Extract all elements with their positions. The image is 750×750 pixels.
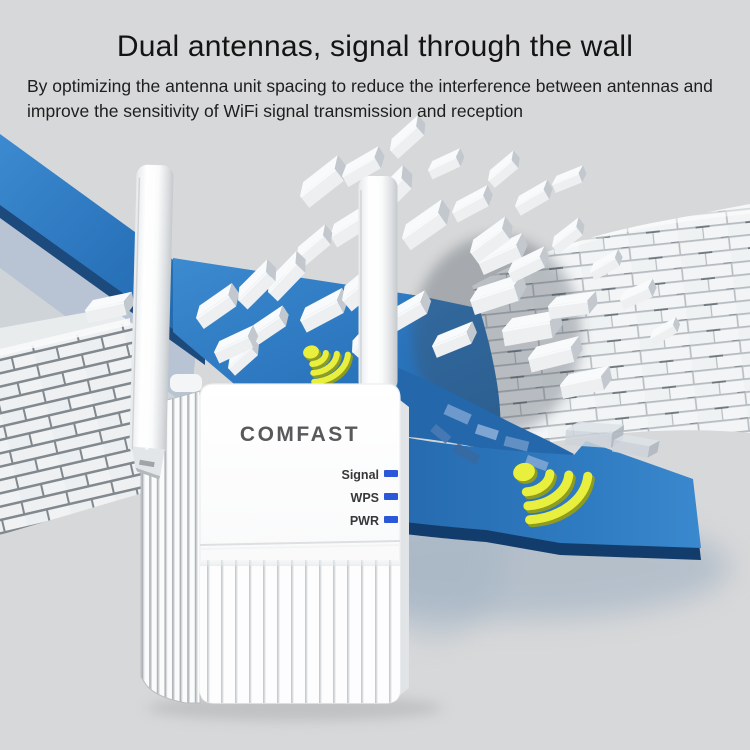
body-seam bbox=[200, 540, 400, 546]
arrow-top-face bbox=[398, 436, 701, 548]
subheadline-line2: improve the sensitivity of WiFi signal t… bbox=[27, 101, 524, 121]
led-pwr-label: PWR bbox=[350, 514, 379, 528]
led-wps-light bbox=[384, 493, 398, 500]
wifi-repeater-device: COMFAST Signal WPS PWR bbox=[129, 164, 443, 721]
body-grooves bbox=[200, 560, 400, 703]
wall-hole-shadow bbox=[412, 235, 582, 435]
right-antenna bbox=[358, 176, 398, 392]
left-antenna bbox=[129, 164, 174, 480]
subheadline-line1: By optimizing the antenna unit spacing t… bbox=[27, 76, 713, 96]
header: Dual antennas, signal through the wall B… bbox=[0, 0, 750, 124]
led-signal-label: Signal bbox=[341, 468, 379, 482]
headline: Dual antennas, signal through the wall bbox=[116, 30, 634, 63]
wifi-signal-icon-large bbox=[513, 462, 595, 528]
led-panel: Signal WPS PWR bbox=[341, 468, 398, 528]
led-wps-label: WPS bbox=[351, 491, 379, 505]
wall-front-face bbox=[0, 322, 146, 535]
led-signal-light bbox=[384, 470, 398, 477]
brand-logo: COMFAST bbox=[240, 423, 360, 446]
device-side-face bbox=[400, 400, 409, 695]
blue-debris bbox=[430, 403, 549, 471]
arrow-bend bbox=[398, 368, 574, 472]
left-brick-wall bbox=[0, 308, 146, 535]
led-pwr-light bbox=[384, 516, 398, 523]
